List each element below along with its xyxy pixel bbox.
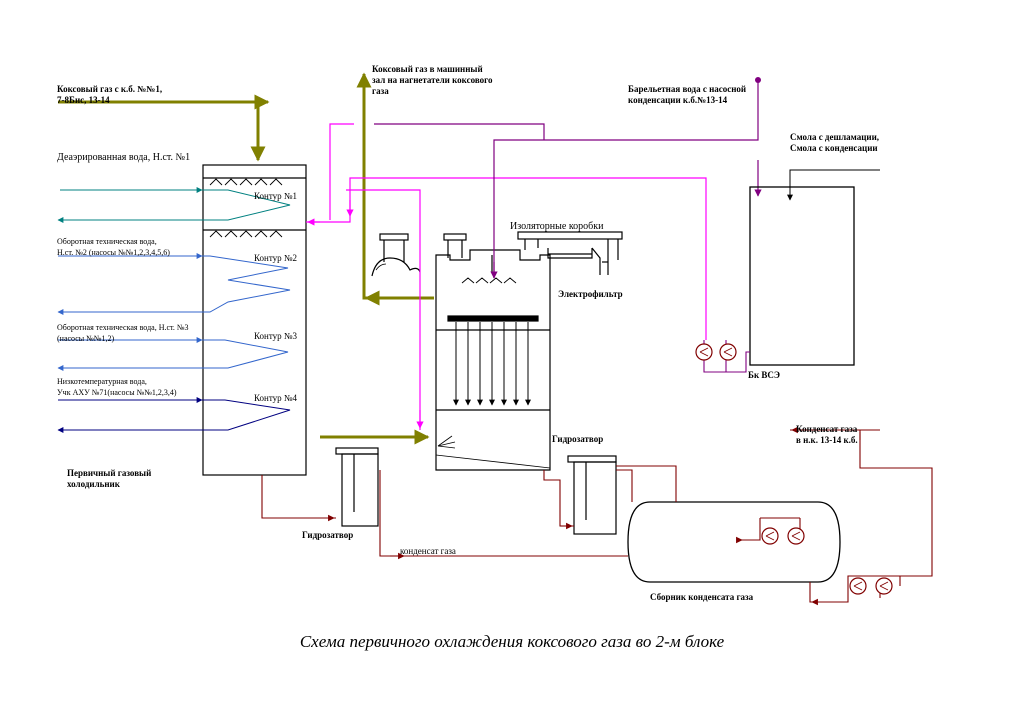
label-condensate-collector: Сборник конденсата газа	[650, 592, 754, 602]
electrodes	[453, 322, 531, 406]
label-contour-2: Контур №2	[254, 253, 298, 263]
contour-3-coil	[58, 339, 289, 369]
label-barrel-water: Барельетная вода с насосной конденсации …	[628, 84, 747, 105]
label-electrofilter: Электрофильтр	[558, 289, 623, 299]
label-insulator-boxes: Изоляторные коробки	[510, 221, 604, 232]
collector-pump-icons	[761, 527, 893, 595]
scheme-caption: Схема первичного охлаждения коксового га…	[299, 632, 725, 651]
contour-4-coil	[58, 399, 291, 431]
label-coke-gas-in: Коксовый газ с к.б. №№1, 7-8Бис, 13-14	[57, 84, 163, 105]
barrel-water-line-2	[374, 123, 545, 140]
label-gas-condensate: Конденсат газа в н.к. 13-14 к.б.	[796, 424, 858, 445]
hydroseal-left	[335, 447, 379, 527]
label-deaerated-water: Деаэрированная вода, Н.ст. №1	[57, 152, 191, 163]
label-circulating-water-3: Оборотная техническая вода, Н.ст. №3 (на…	[57, 323, 189, 343]
insulator-boxes	[517, 231, 623, 275]
label-condensate-line: конденсат газа	[400, 546, 456, 556]
gas-hood	[371, 233, 421, 277]
electrofilter	[435, 233, 551, 471]
label-coke-gas-out: Коксовый газ в машинный зал на нагнетате…	[372, 64, 493, 96]
contour-2-coil	[58, 255, 291, 313]
label-hydroseal-left: Гидрозатвор	[302, 530, 354, 540]
label-bk-vse: Бк ВСЭ	[748, 370, 780, 380]
label-contour-3: Контур №3	[254, 331, 298, 341]
magenta-line-2	[329, 123, 354, 220]
condensate-collector	[627, 501, 841, 583]
magenta-line-3	[346, 189, 421, 430]
label-resin: Смола с дешламации, Смола с конденсации	[790, 132, 880, 153]
label-hydroseal-right: Гидрозатвор	[552, 434, 604, 444]
hydroseal-right	[567, 455, 617, 535]
barrel-water-source-dot	[755, 77, 761, 83]
spray-fan	[437, 435, 456, 449]
primary-cooler	[202, 164, 307, 476]
resin-line	[787, 169, 880, 201]
label-primary-cooler: Первичный газовый холодильник	[67, 468, 152, 489]
gas-filter-to-outlet	[356, 72, 434, 300]
barrel-water-line	[493, 80, 759, 278]
magenta-line-1	[306, 177, 707, 340]
tank-pump-icons	[695, 343, 737, 361]
bk-vse-tank	[749, 186, 855, 366]
label-circulating-water-2: Оборотная техническая вода, Н.ст. №2 (на…	[57, 237, 170, 257]
label-contour-4: Контур №4	[254, 393, 298, 403]
label-low-temp-water: Низкотемпературная вода, Учк АХУ №71(нас…	[57, 377, 177, 397]
label-contour-1: Контур №1	[254, 191, 298, 201]
